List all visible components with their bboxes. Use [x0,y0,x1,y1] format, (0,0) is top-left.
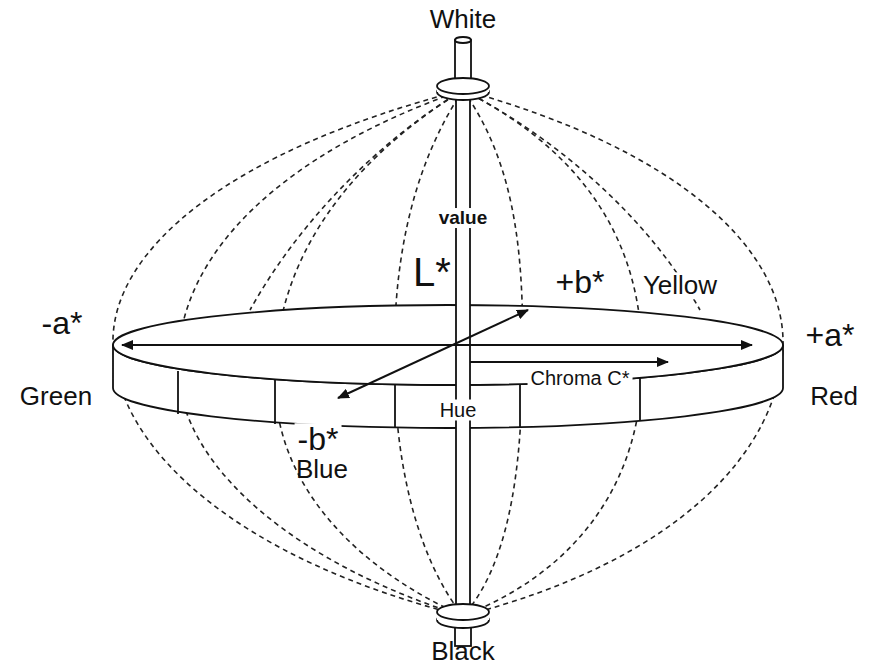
color-name: Yellow [640,272,720,299]
axis-label: +a* [806,319,855,353]
meridians [113,90,783,616]
axis-label: +b* [553,266,608,300]
hue-label: Hue [437,400,480,421]
pole-label: Black [431,638,495,665]
color-name: Red [810,383,858,410]
chroma-label: Chroma C* [528,368,633,389]
color-name: Green [20,383,92,410]
axis-label: -b* [295,423,342,457]
color-name: Blue [296,456,348,483]
pole-label: White [430,6,496,33]
axis-label: -a* [42,307,83,341]
axis-arrows [122,310,752,398]
lightness-axis [437,37,489,646]
axis-label: value [436,208,491,228]
hue-ring [113,305,783,428]
axis-label: L* [410,251,454,293]
